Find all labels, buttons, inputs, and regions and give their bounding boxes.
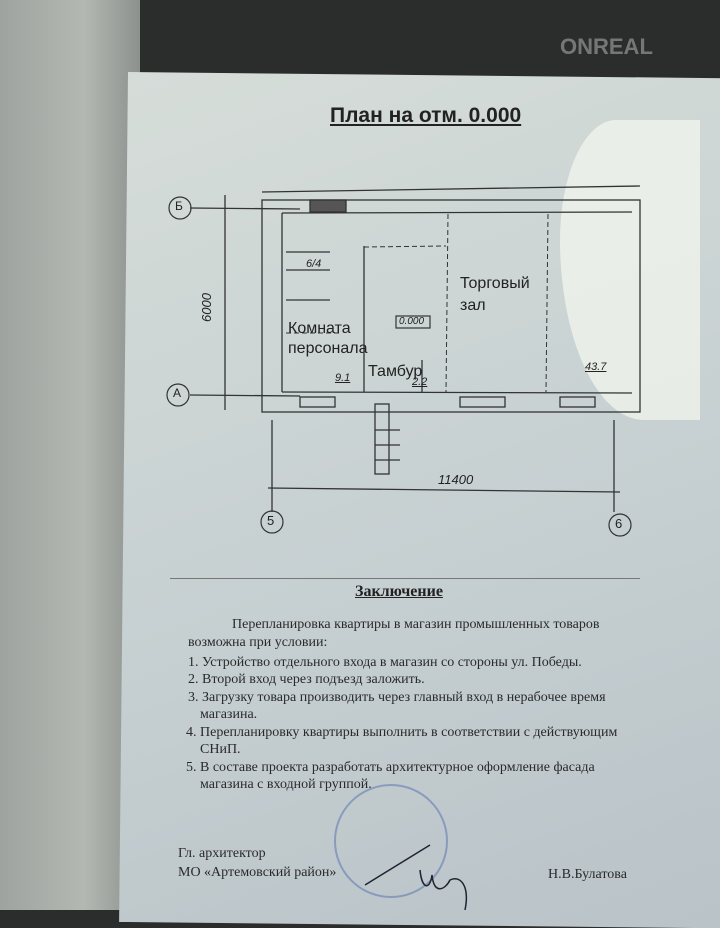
- axis-bubble-5: [260, 510, 284, 534]
- room-label-hall-2: зал: [460, 297, 486, 314]
- outer-wall: [261, 199, 641, 413]
- axis-bubble-a: [166, 383, 190, 407]
- level-mark-box: [395, 315, 431, 329]
- dimension-horizontal: 11400: [438, 472, 474, 487]
- watermark: ONREAL: [560, 34, 653, 59]
- condition-4-cont: СНиП.: [200, 742, 241, 757]
- room-label-staff-2: персонала: [288, 340, 368, 357]
- axis-label-a: А: [173, 386, 182, 400]
- axis-label-b: Б: [175, 199, 183, 213]
- area-wc: 6/4: [306, 258, 322, 270]
- axis-label-6: 6: [615, 516, 623, 531]
- handwritten-signature: [364, 844, 467, 910]
- level-mark: 0.000: [399, 316, 425, 327]
- condition-3-cont: магазина.: [200, 707, 258, 722]
- condition-5: 5. В составе проекта разработать архитек…: [186, 760, 595, 775]
- axis-bubble-b: [168, 196, 192, 220]
- dim-line-horizontal: [267, 487, 621, 493]
- room-label-vestibule: Тамбур: [368, 363, 423, 380]
- signer-name: Н.В.Булатова: [548, 867, 627, 882]
- intro-line-2: возможна при условии:: [188, 635, 328, 650]
- room-label-hall: Торговый: [460, 275, 530, 292]
- axis-label-5: 5: [267, 513, 275, 528]
- room-label-staff: Комната: [288, 320, 351, 337]
- divider: [170, 578, 640, 579]
- signer-role-2: МО «Артемовский район»: [178, 865, 337, 880]
- area-vestibule: 2.2: [412, 376, 428, 388]
- official-stamp: [334, 784, 448, 898]
- signer-role-1: Гл. архитектор: [178, 846, 266, 861]
- condition-4: 4. Перепланировку квартиры выполнить в с…: [186, 725, 618, 740]
- conclusion-heading: Заключение: [355, 583, 443, 600]
- area-hall: 43.7: [585, 361, 607, 373]
- area-staff: 9.1: [335, 372, 351, 384]
- dimension-vertical: 6000: [198, 293, 214, 322]
- plan-title: План на отм. 0.000: [330, 104, 522, 127]
- intro-line-1: Перепланировка квартиры в магазин промыш…: [232, 617, 600, 632]
- condition-5-cont: магазина с входной группой.: [200, 777, 372, 792]
- axis-bubble-6: [608, 513, 632, 537]
- left-book-page: [0, 0, 140, 910]
- condition-2: 2. Второй вход через подъезд заложить.: [188, 672, 425, 687]
- condition-1: 1. Устройство отдельного входа в магазин…: [188, 655, 582, 670]
- condition-3: 3. Загрузку товара производить через гла…: [188, 690, 606, 705]
